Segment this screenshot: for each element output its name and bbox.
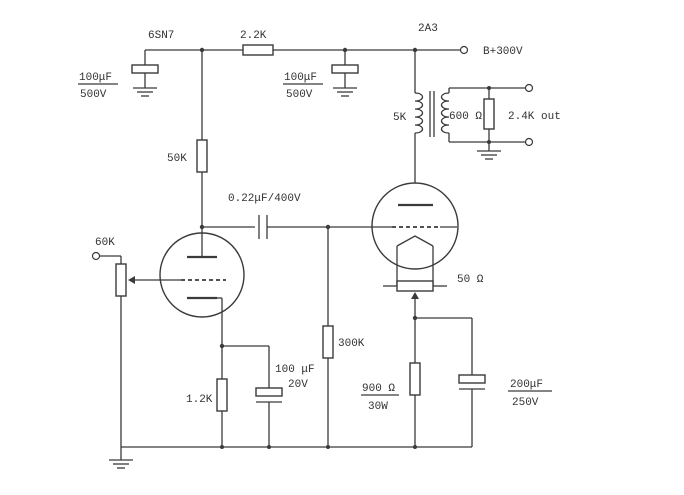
capacitor-200uf: [458, 318, 486, 447]
capacitor-200uf-value: 200μF: [510, 379, 543, 391]
capacitor-3-value: 100 μF: [275, 364, 315, 376]
tube-2a3-label: 2A3: [418, 23, 438, 35]
output-terminal-bottom: [524, 137, 534, 147]
tube-6sn7-label: 6SN7: [148, 30, 174, 42]
resistor-2k2-label: 2.2K: [240, 30, 267, 42]
capacitor-2-value: 100μF: [284, 72, 317, 84]
b-plus-rail: [145, 45, 469, 55]
resistor-2k2: [242, 44, 274, 56]
resistor-900: [409, 362, 421, 396]
output-label: 2.4K out: [508, 111, 561, 123]
b-plus-label: B+300V: [483, 46, 523, 58]
filter-capacitor-2: [331, 50, 359, 97]
b-plus-terminal: [459, 45, 469, 55]
transformer-primary-label: 5K: [393, 112, 407, 124]
input-terminal: [91, 251, 101, 261]
ground-bus: [109, 445, 472, 469]
capacitor-2-voltage: 500V: [286, 89, 313, 101]
tube-2a3: [371, 182, 459, 286]
capacitor-200uf-voltage: 250V: [512, 397, 539, 409]
coupling-cap-label: 0.22μF/400V: [228, 193, 301, 205]
resistor-300k-label: 300K: [338, 338, 365, 350]
resistor-1k2: [216, 378, 228, 412]
resistor-1k2-label: 1.2K: [186, 394, 213, 406]
input-pot-label: 60K: [95, 237, 115, 249]
ground-secondary: [477, 142, 501, 160]
load-resistor-600: [483, 88, 495, 142]
transformer-secondary-label: 600 Ω: [449, 111, 482, 123]
resistor-50k-label: 50K: [167, 153, 187, 165]
hum-pot-label: 50 Ω: [457, 274, 484, 286]
output-terminal-top: [524, 83, 534, 93]
capacitor-3-voltage: 20V: [288, 379, 308, 391]
resistor-300k: [322, 325, 334, 359]
resistor-50k: [196, 139, 208, 173]
input-pot-60k: [91, 251, 160, 447]
capacitor-1-voltage: 500V: [80, 89, 107, 101]
hum-balance-pot: [383, 280, 447, 299]
resistor-900-label: 900 Ω: [362, 383, 395, 395]
output-transformer: [414, 50, 526, 183]
capacitor-100uf-cathode: [255, 346, 283, 447]
capacitor-1-value: 100μF: [79, 72, 112, 84]
resistor-900-power: 30W: [368, 401, 388, 413]
coupling-capacitor: [258, 215, 268, 239]
tube-6sn7: [159, 232, 245, 318]
filter-capacitor-1: [131, 50, 159, 97]
